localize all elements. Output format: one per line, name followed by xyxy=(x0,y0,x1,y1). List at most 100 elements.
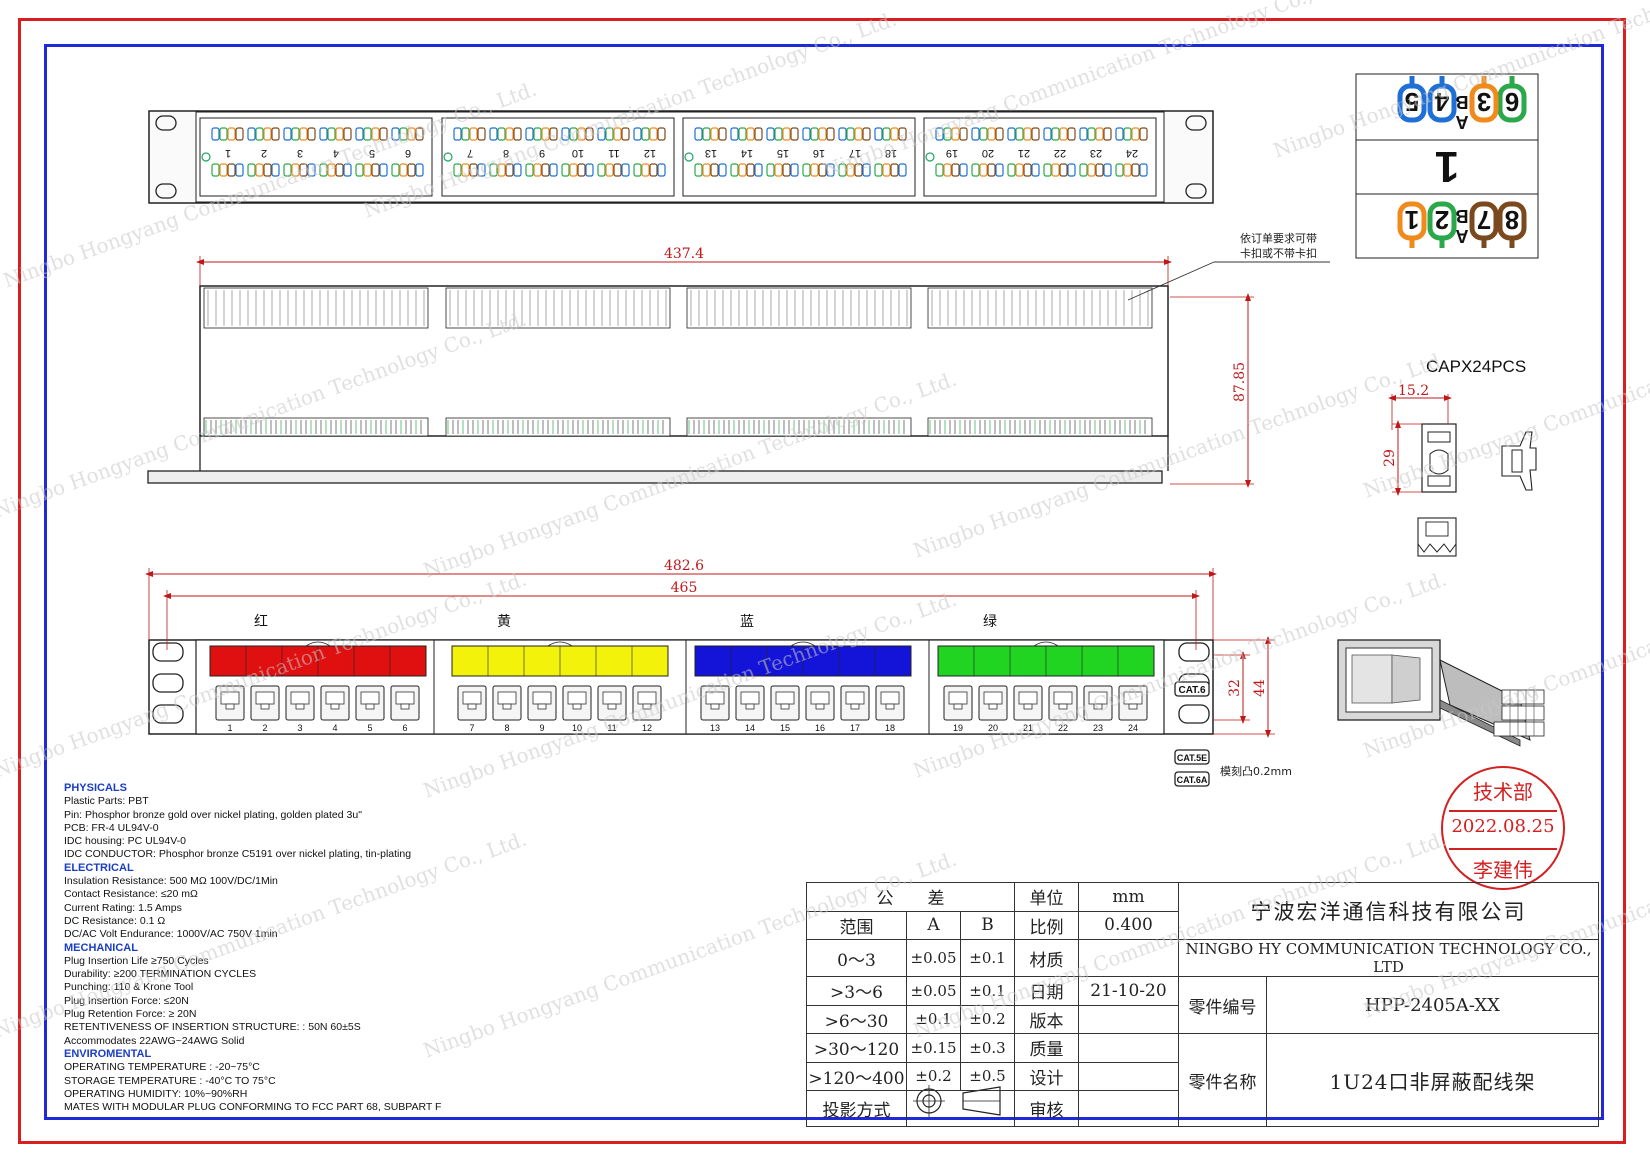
tol-a: ±0.1 xyxy=(906,1004,961,1034)
idc-contact xyxy=(577,163,586,177)
idc-port-number: 7 xyxy=(467,147,473,159)
spec-line: MATES WITH MODULAR PLUG CONFORMING TO FC… xyxy=(64,1101,442,1114)
spec-line: Plug Retention Force: ≥ 20N xyxy=(64,1008,197,1021)
front-width-outer-dim: 482.6 xyxy=(664,558,704,574)
idc-contact xyxy=(1043,163,1052,177)
port-number: 15 xyxy=(780,723,790,733)
idc-contact xyxy=(407,163,416,177)
title-block: 公 差 单位 mm 宁波宏洋通信科技有限公司 范围 A B 比例 0.400 0… xyxy=(806,882,1599,1127)
wiring-digit: 7 xyxy=(1477,205,1491,235)
date-value: 21-10-20 xyxy=(1078,976,1179,1006)
mount-hole xyxy=(1185,183,1207,199)
idc-contact xyxy=(247,127,256,141)
wiring-digit: 6 xyxy=(1505,87,1519,117)
spec-line: PCB: FR-4 UL94V-0 xyxy=(64,821,159,834)
idc-contact xyxy=(255,127,264,141)
idc-contact xyxy=(710,127,719,141)
tol-b: ±0.1 xyxy=(960,976,1015,1006)
tol-range: >6～30 xyxy=(806,1004,907,1034)
clip-note-line2: 卡扣或不带卡扣 xyxy=(1240,246,1317,260)
idc-contact xyxy=(533,163,542,177)
wiring-letter: A xyxy=(1456,112,1469,132)
idc-contact xyxy=(379,163,388,177)
strip-tab xyxy=(547,641,573,647)
idc-contact xyxy=(862,163,871,177)
idc-contact xyxy=(407,127,416,141)
mount-hole xyxy=(152,704,184,724)
idc-contact xyxy=(1015,127,1024,141)
port-number: 7 xyxy=(469,723,474,733)
spec-line: Insulation Resistance: 500 MΩ 100V/DC/1M… xyxy=(64,875,278,888)
idc-contact xyxy=(935,163,944,177)
idc-contact xyxy=(477,163,486,177)
idc-contact xyxy=(694,127,703,141)
review-label: 审核 xyxy=(1014,1090,1079,1127)
cat-badge: CAT.6 xyxy=(1178,685,1205,696)
port-number: 10 xyxy=(572,723,582,733)
rj45-latch-slot xyxy=(467,703,477,710)
idc-contact xyxy=(730,163,739,177)
idc-contact xyxy=(754,127,763,141)
spec-line: Contact Resistance: ≤20 mΩ xyxy=(64,888,198,901)
idc-port-number: 4 xyxy=(333,147,339,159)
idc-contact xyxy=(371,127,380,141)
idc-contact xyxy=(657,127,666,141)
idc-contact xyxy=(227,163,236,177)
spec-line: Plug Insertion Force: ≤20N xyxy=(64,994,189,1007)
idc-contact xyxy=(766,163,775,177)
idc-port-number: 15 xyxy=(777,147,789,159)
idc-contact xyxy=(854,163,863,177)
wiring-letter: B xyxy=(1456,206,1469,226)
stamp-name: 李建伟 xyxy=(1473,858,1533,882)
idc-contact xyxy=(846,163,855,177)
idc-contact xyxy=(335,127,344,141)
port-number: 4 xyxy=(332,723,337,733)
tol-a: ±0.05 xyxy=(906,976,961,1006)
idc-contact xyxy=(577,127,586,141)
port-number: 2 xyxy=(262,723,267,733)
wiring-digit: 5 xyxy=(1405,87,1419,117)
port-number: 8 xyxy=(504,723,509,733)
idc-port-number: 23 xyxy=(1090,147,1102,159)
idc-contact xyxy=(862,127,871,141)
idc-contact xyxy=(561,163,570,177)
rj45-jack-opening xyxy=(1123,691,1143,705)
idc-contact xyxy=(898,127,907,141)
spec-line: IDC housing: PC UL94V-0 xyxy=(64,835,186,848)
rj45-jack-opening xyxy=(845,691,865,705)
idc-contact xyxy=(649,163,658,177)
wiring-digit: 8 xyxy=(1505,205,1519,235)
idc-contact xyxy=(541,163,550,177)
front-height-inner-dim: 32 xyxy=(1227,679,1243,697)
rj45-jack-opening xyxy=(602,691,622,705)
idc-contact xyxy=(1079,127,1088,141)
port-number: 6 xyxy=(402,723,407,733)
idc-contact xyxy=(513,127,522,141)
port-number: 14 xyxy=(745,723,755,733)
idc-contact xyxy=(890,127,899,141)
idc-contact xyxy=(826,127,835,141)
color-label-red: 红 xyxy=(254,614,268,630)
idc-port-number: 19 xyxy=(946,147,958,159)
side-rib-block xyxy=(445,287,671,329)
tol-b: ±0.3 xyxy=(960,1033,1015,1063)
idc-contact xyxy=(1139,127,1148,141)
wiring-letter: B xyxy=(1456,92,1469,112)
spec-heading: MECHANICAL xyxy=(64,941,138,954)
rj45-latch-slot xyxy=(607,703,617,710)
idc-port-number: 12 xyxy=(644,147,656,159)
spec-line: RETENTIVENESS OF INSERTION STRUCTURE: : … xyxy=(64,1021,361,1034)
unit-label: 单位 xyxy=(1014,882,1079,912)
idc-contact xyxy=(299,163,308,177)
port-number: 11 xyxy=(607,723,616,733)
idc-contact xyxy=(549,163,558,177)
rj45-jack-opening xyxy=(532,691,552,705)
idc-contact xyxy=(327,163,336,177)
rj45-jack-opening xyxy=(290,691,310,705)
front-width-inner-dim: 465 xyxy=(671,580,698,596)
idc-contact xyxy=(979,127,988,141)
spec-line: Punching: 110 & Krone Tool xyxy=(64,981,194,994)
idc-screw xyxy=(201,152,211,162)
rj45-jack-opening xyxy=(983,691,1003,705)
